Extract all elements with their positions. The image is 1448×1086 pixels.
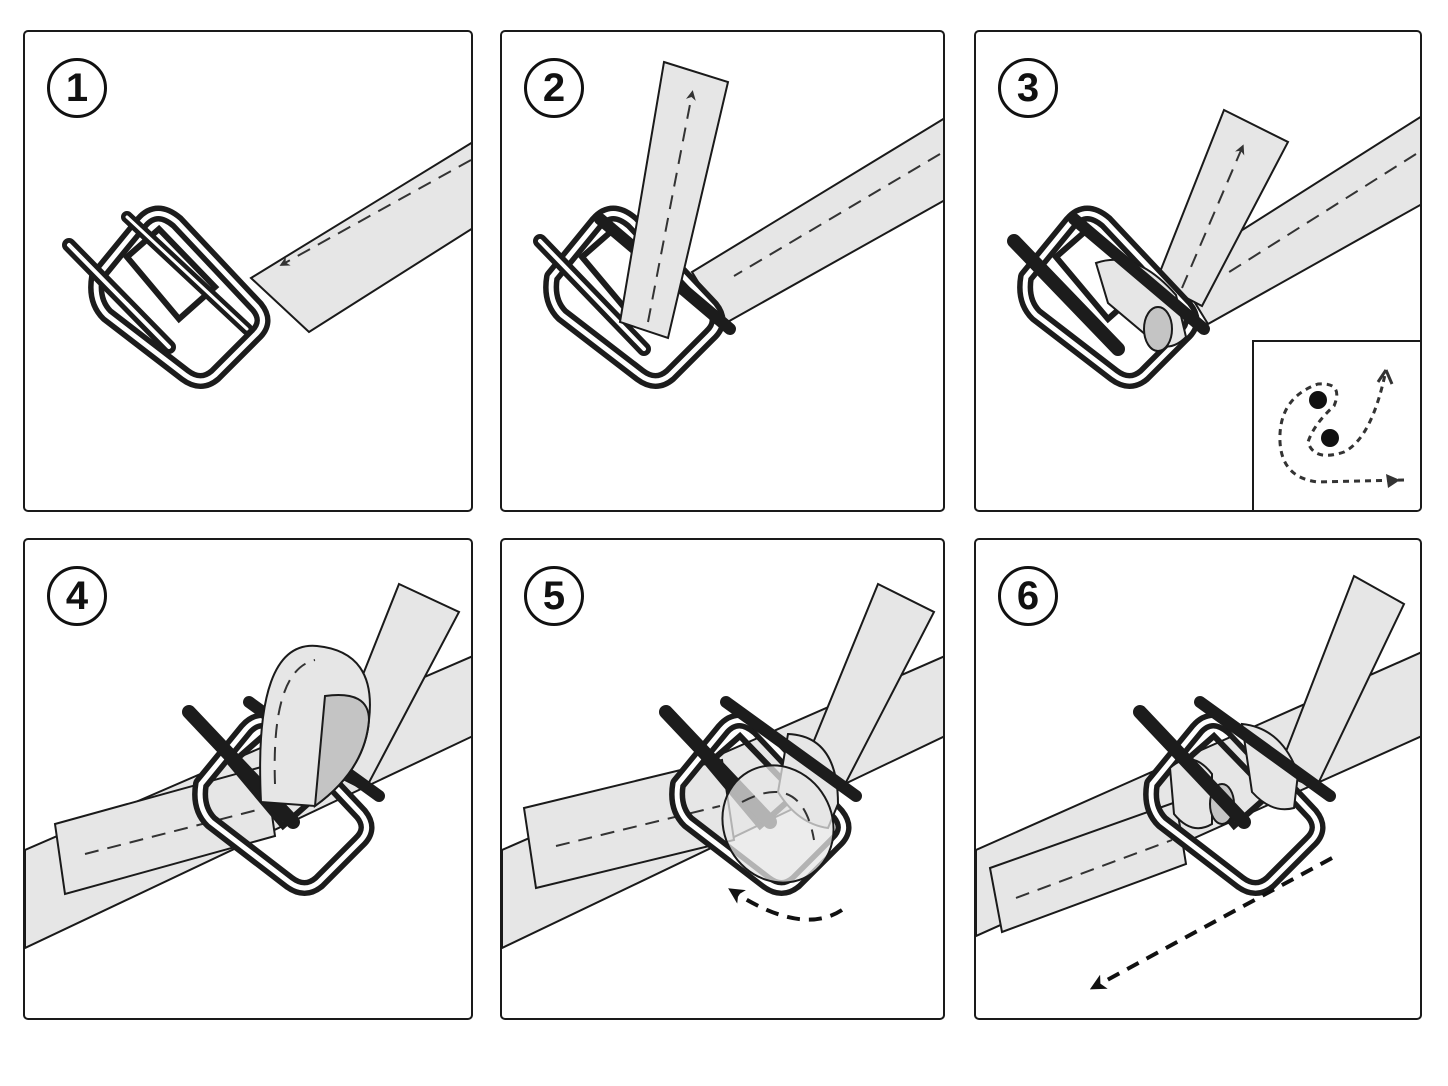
step-number-4: 4 — [47, 566, 107, 626]
step-5-illustration — [502, 582, 943, 950]
step-number-5: 5 — [524, 566, 584, 626]
step-6-illustration — [976, 574, 1420, 990]
buckle-icon — [62, 214, 263, 382]
step-panel-2: 2 — [500, 30, 945, 512]
strap-icon — [690, 118, 943, 326]
buckle-icon — [1133, 696, 1336, 888]
strap-icon — [976, 574, 1420, 938]
strap-icon — [721, 764, 835, 884]
step-1-illustration — [62, 142, 471, 512]
step-4-illustration — [25, 582, 471, 950]
step-2-illustration — [533, 60, 943, 512]
step-panel-3: 3 — [974, 30, 1422, 512]
step-number-3: 3 — [998, 58, 1058, 118]
direction-arrow-icon — [728, 888, 844, 922]
step-number-2: 2 — [524, 58, 584, 118]
step-panel-4: 4 — [23, 538, 473, 1020]
step-panel-5: 5 — [500, 538, 945, 1020]
step-number-1: 1 — [47, 58, 107, 118]
direction-arrow-icon — [1089, 856, 1333, 990]
buckle-icon — [1007, 214, 1210, 382]
step-panel-6: 6 — [974, 538, 1422, 1020]
step-number-6: 6 — [998, 566, 1058, 626]
strap-icon — [249, 142, 471, 334]
threading-path-icon — [1278, 369, 1405, 488]
step-panel-1: 1 — [23, 30, 473, 512]
strap-icon — [1154, 108, 1420, 326]
threading-detail-inset — [1252, 340, 1420, 510]
step-3-illustration — [1007, 108, 1420, 512]
strap-icon — [618, 60, 730, 340]
strap-icon — [259, 644, 371, 809]
